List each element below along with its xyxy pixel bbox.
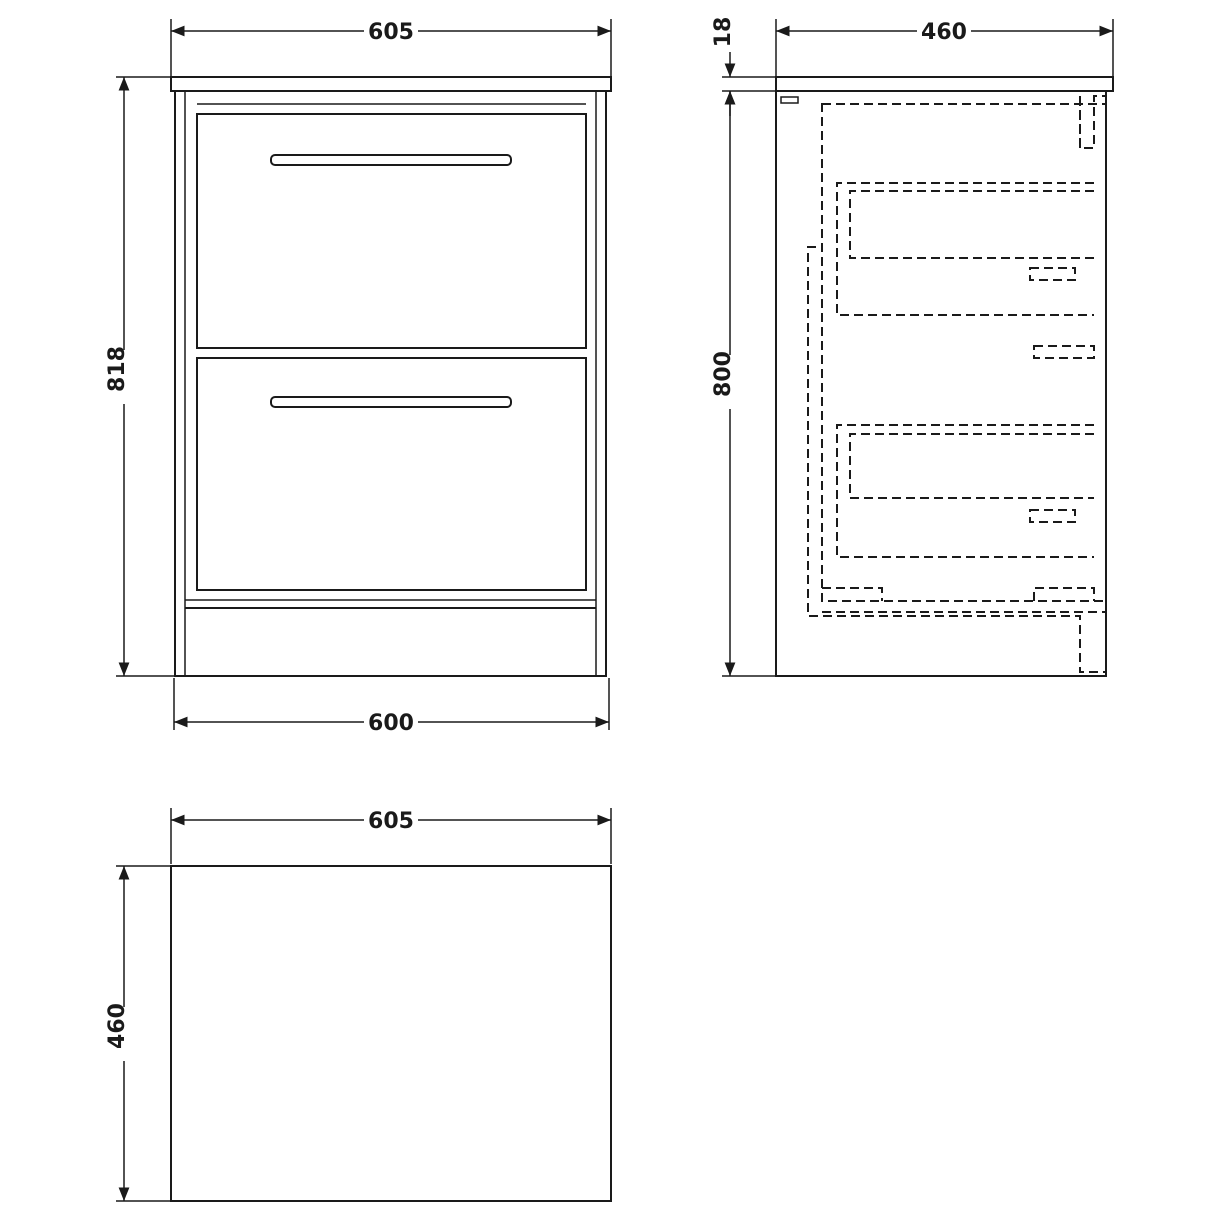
- dim-front-top-width: 605: [170, 18, 612, 76]
- dim-side-depth: 460: [775, 18, 1114, 76]
- hidden-top-drawer-runner: [1029, 267, 1076, 281]
- plan-outline: [170, 865, 612, 1202]
- front-height-label: 818: [105, 346, 130, 392]
- hidden-bottom-drawer-runner: [1029, 509, 1076, 523]
- side-height-label: 800: [711, 351, 736, 397]
- hidden-inner-carcass: [821, 103, 1107, 602]
- hidden-front-foot: [822, 587, 883, 601]
- top-drawer-handle: [270, 154, 512, 166]
- hidden-top-drawer-side: [849, 190, 1094, 259]
- top-drawer-front: [196, 113, 587, 349]
- front-view: [170, 76, 612, 677]
- dim-plan-width: 605: [170, 807, 612, 864]
- bottom-drawer-front: [196, 357, 587, 591]
- side-view: [775, 76, 1114, 677]
- hidden-base-feet: [822, 587, 1095, 601]
- plan-width-label: 605: [368, 809, 414, 834]
- bottom-drawer: [196, 357, 587, 591]
- hidden-bottom-drawer-side: [849, 433, 1094, 499]
- dim-front-base-width: 600: [173, 678, 610, 736]
- hidden-top-drawer-box: [836, 182, 1094, 316]
- plan-view: [170, 865, 612, 1202]
- dim-side-height: 800: [711, 91, 775, 677]
- front-base-width-label: 600: [368, 711, 414, 736]
- top-drawer: [196, 113, 587, 349]
- front-worktop: [170, 76, 612, 92]
- front-top-width-label: 605: [368, 20, 414, 45]
- front-inner-frame: [184, 90, 597, 677]
- hidden-carcass: [807, 95, 1107, 673]
- plan-depth-label: 460: [105, 1003, 130, 1049]
- side-top-thickness-label: 18: [711, 17, 736, 48]
- hidden-rear-foot: [1033, 587, 1095, 601]
- side-worktop: [775, 76, 1114, 92]
- side-depth-label: 460: [921, 20, 967, 45]
- dim-side-top-thickness: 18: [711, 17, 775, 116]
- side-hinge-mark: [780, 96, 799, 104]
- hidden-bottom-drawer-box: [836, 424, 1094, 558]
- hidden-bottom-drawer: [836, 424, 1094, 558]
- bottom-drawer-handle: [270, 396, 512, 408]
- hidden-top-drawer-stop: [1033, 345, 1095, 359]
- hidden-top-drawer: [836, 182, 1095, 359]
- dim-front-height: 818: [105, 76, 174, 677]
- front-carcass-outline: [174, 90, 607, 677]
- hidden-back-panel: [807, 95, 1107, 673]
- dim-plan-depth: 460: [105, 865, 170, 1202]
